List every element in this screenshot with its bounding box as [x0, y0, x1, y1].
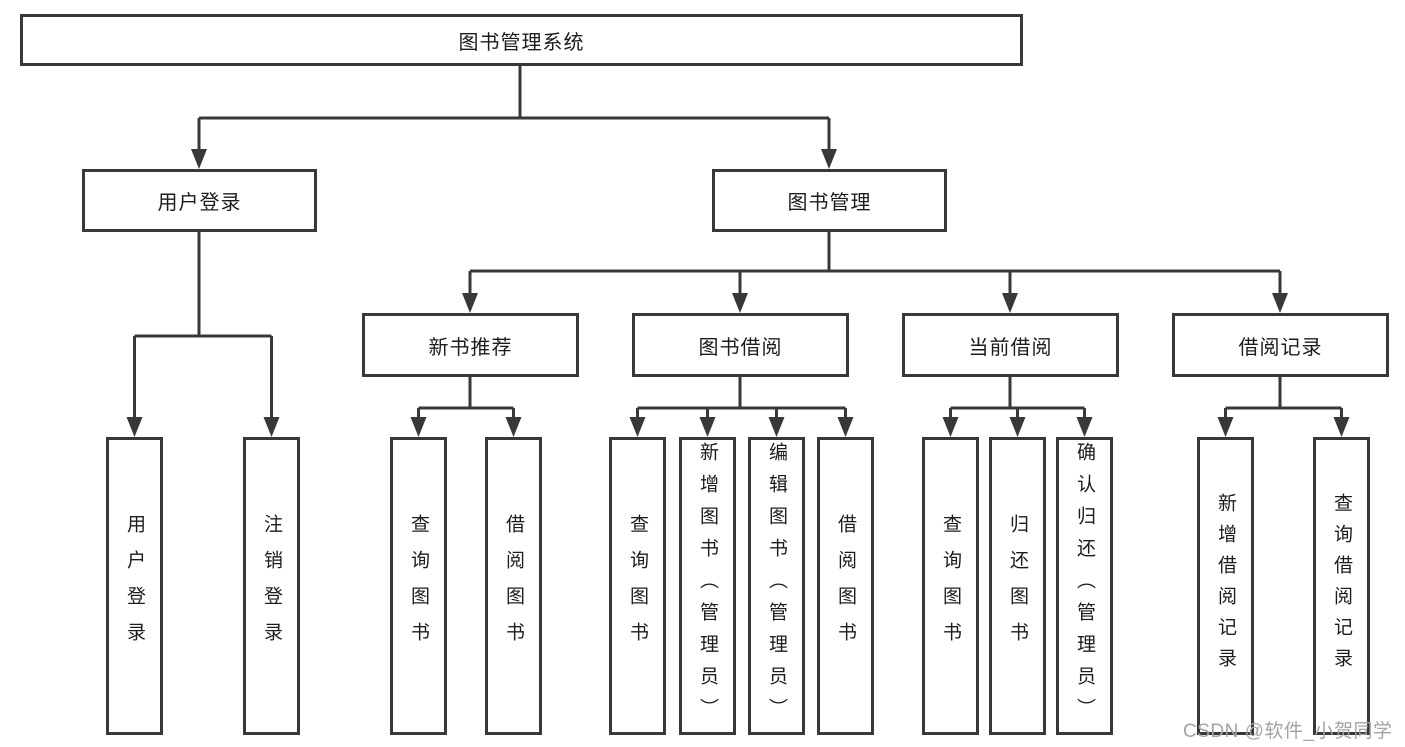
leaf-logout-label: 注销登录: [261, 514, 282, 658]
node-user-login: 用户登录: [82, 169, 317, 232]
leaf-user-login-label: 用户登录: [124, 514, 145, 658]
leaf-user-login: 用户登录: [106, 437, 163, 735]
leaf-edit-book-admin: 编辑图书（管理员）: [748, 437, 805, 735]
leaf-return-book: 归还图书: [989, 437, 1046, 735]
node-root-system: 图书管理系统: [20, 14, 1023, 66]
leaf-borrow-book-label: 借阅图书: [835, 514, 856, 658]
leaf-edit-book-admin-label: 编辑图书（管理员）: [766, 442, 787, 730]
leaf-add-borrow-record-label: 新增借阅记录: [1215, 493, 1236, 679]
leaf-query-book-recommend-label: 查询图书: [408, 514, 429, 658]
node-borrow-records: 借阅记录: [1172, 313, 1389, 377]
leaf-add-book-admin: 新增图书（管理员）: [679, 437, 736, 735]
leaf-query-book-borrow-label: 查询图书: [627, 514, 648, 658]
leaf-borrow-book: 借阅图书: [817, 437, 874, 735]
leaf-add-book-admin-label: 新增图书（管理员）: [697, 442, 718, 730]
leaf-query-borrow-record: 查询借阅记录: [1313, 437, 1370, 735]
node-book-borrow: 图书借阅: [632, 313, 849, 377]
leaf-borrow-book-recommend: 借阅图书: [485, 437, 542, 735]
leaf-return-book-label: 归还图书: [1007, 514, 1028, 658]
leaf-confirm-return-admin-label: 确认归还（管理员）: [1074, 442, 1095, 730]
leaf-query-book-current: 查询图书: [922, 437, 979, 735]
node-current-borrow: 当前借阅: [902, 313, 1119, 377]
leaf-query-book-borrow: 查询图书: [609, 437, 666, 735]
leaf-logout: 注销登录: [243, 437, 300, 735]
leaf-confirm-return-admin: 确认归还（管理员）: [1056, 437, 1113, 735]
leaf-add-borrow-record: 新增借阅记录: [1197, 437, 1254, 735]
csdn-watermark: CSDN @软件_小贺同学: [1183, 721, 1393, 742]
leaf-query-book-current-label: 查询图书: [940, 514, 961, 658]
node-new-book-recommend: 新书推荐: [362, 313, 579, 377]
leaf-query-borrow-record-label: 查询借阅记录: [1331, 493, 1352, 679]
leaf-borrow-book-recommend-label: 借阅图书: [503, 514, 524, 658]
leaf-query-book-recommend: 查询图书: [390, 437, 447, 735]
node-book-management: 图书管理: [712, 169, 947, 232]
